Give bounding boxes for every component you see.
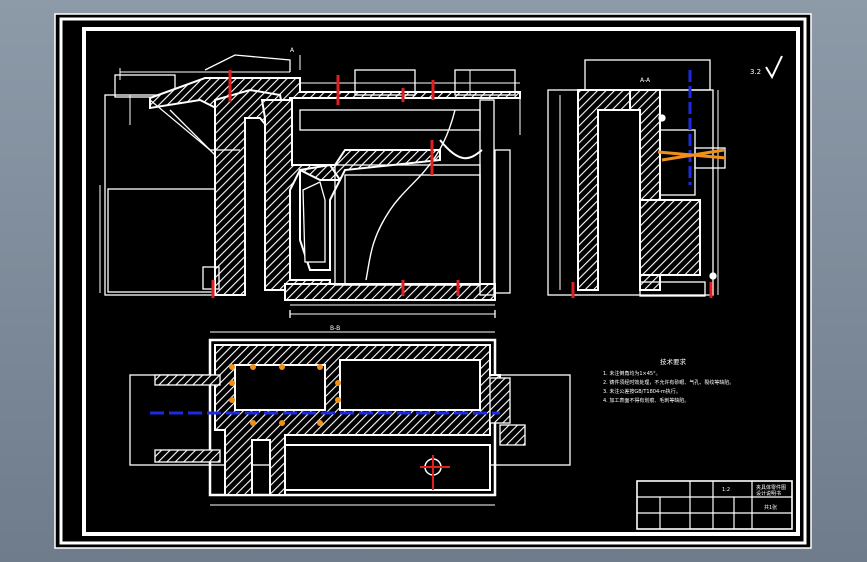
note-line: 2. 铸件须经时效处理，不允许有砂眼、气孔、裂纹等缺陷。	[603, 379, 734, 386]
inner-frame	[82, 27, 800, 536]
outer-frame	[59, 17, 807, 545]
note-line: 1. 未注倒角均为1×45°。	[603, 370, 661, 377]
scale-label: 1:2	[722, 487, 730, 493]
note-line: 4. 加工表面不得有划痕、毛刺等缺陷。	[603, 397, 689, 404]
title-block	[636, 480, 793, 530]
view-label: A	[290, 47, 295, 54]
plan-view-markers	[150, 364, 500, 426]
view-label: B-B	[330, 325, 340, 332]
notes-title: 技术要求	[660, 357, 687, 366]
roughness-value: 3.2	[750, 68, 761, 76]
title-line: 设计说明书	[756, 490, 781, 497]
technical-requirements: 技术要求 1. 未注倒角均为1×45°。 2. 铸件须经时效处理，不允许有砂眼、…	[603, 357, 734, 404]
plan-view	[129, 331, 571, 506]
note-line: 3. 未注公差按GB/T1804-m执行。	[603, 388, 681, 395]
roughness-symbol: 3.2	[750, 55, 783, 80]
title-line: 夹具体零件图	[756, 484, 786, 491]
sheet-label: 共1张	[764, 504, 777, 511]
front-section-view	[99, 54, 521, 318]
side-section-view	[547, 59, 726, 297]
view-label: A-A	[640, 77, 651, 84]
front-view-markers	[211, 70, 460, 298]
side-view-markers	[571, 70, 727, 298]
roughness-check-icon	[765, 55, 783, 80]
